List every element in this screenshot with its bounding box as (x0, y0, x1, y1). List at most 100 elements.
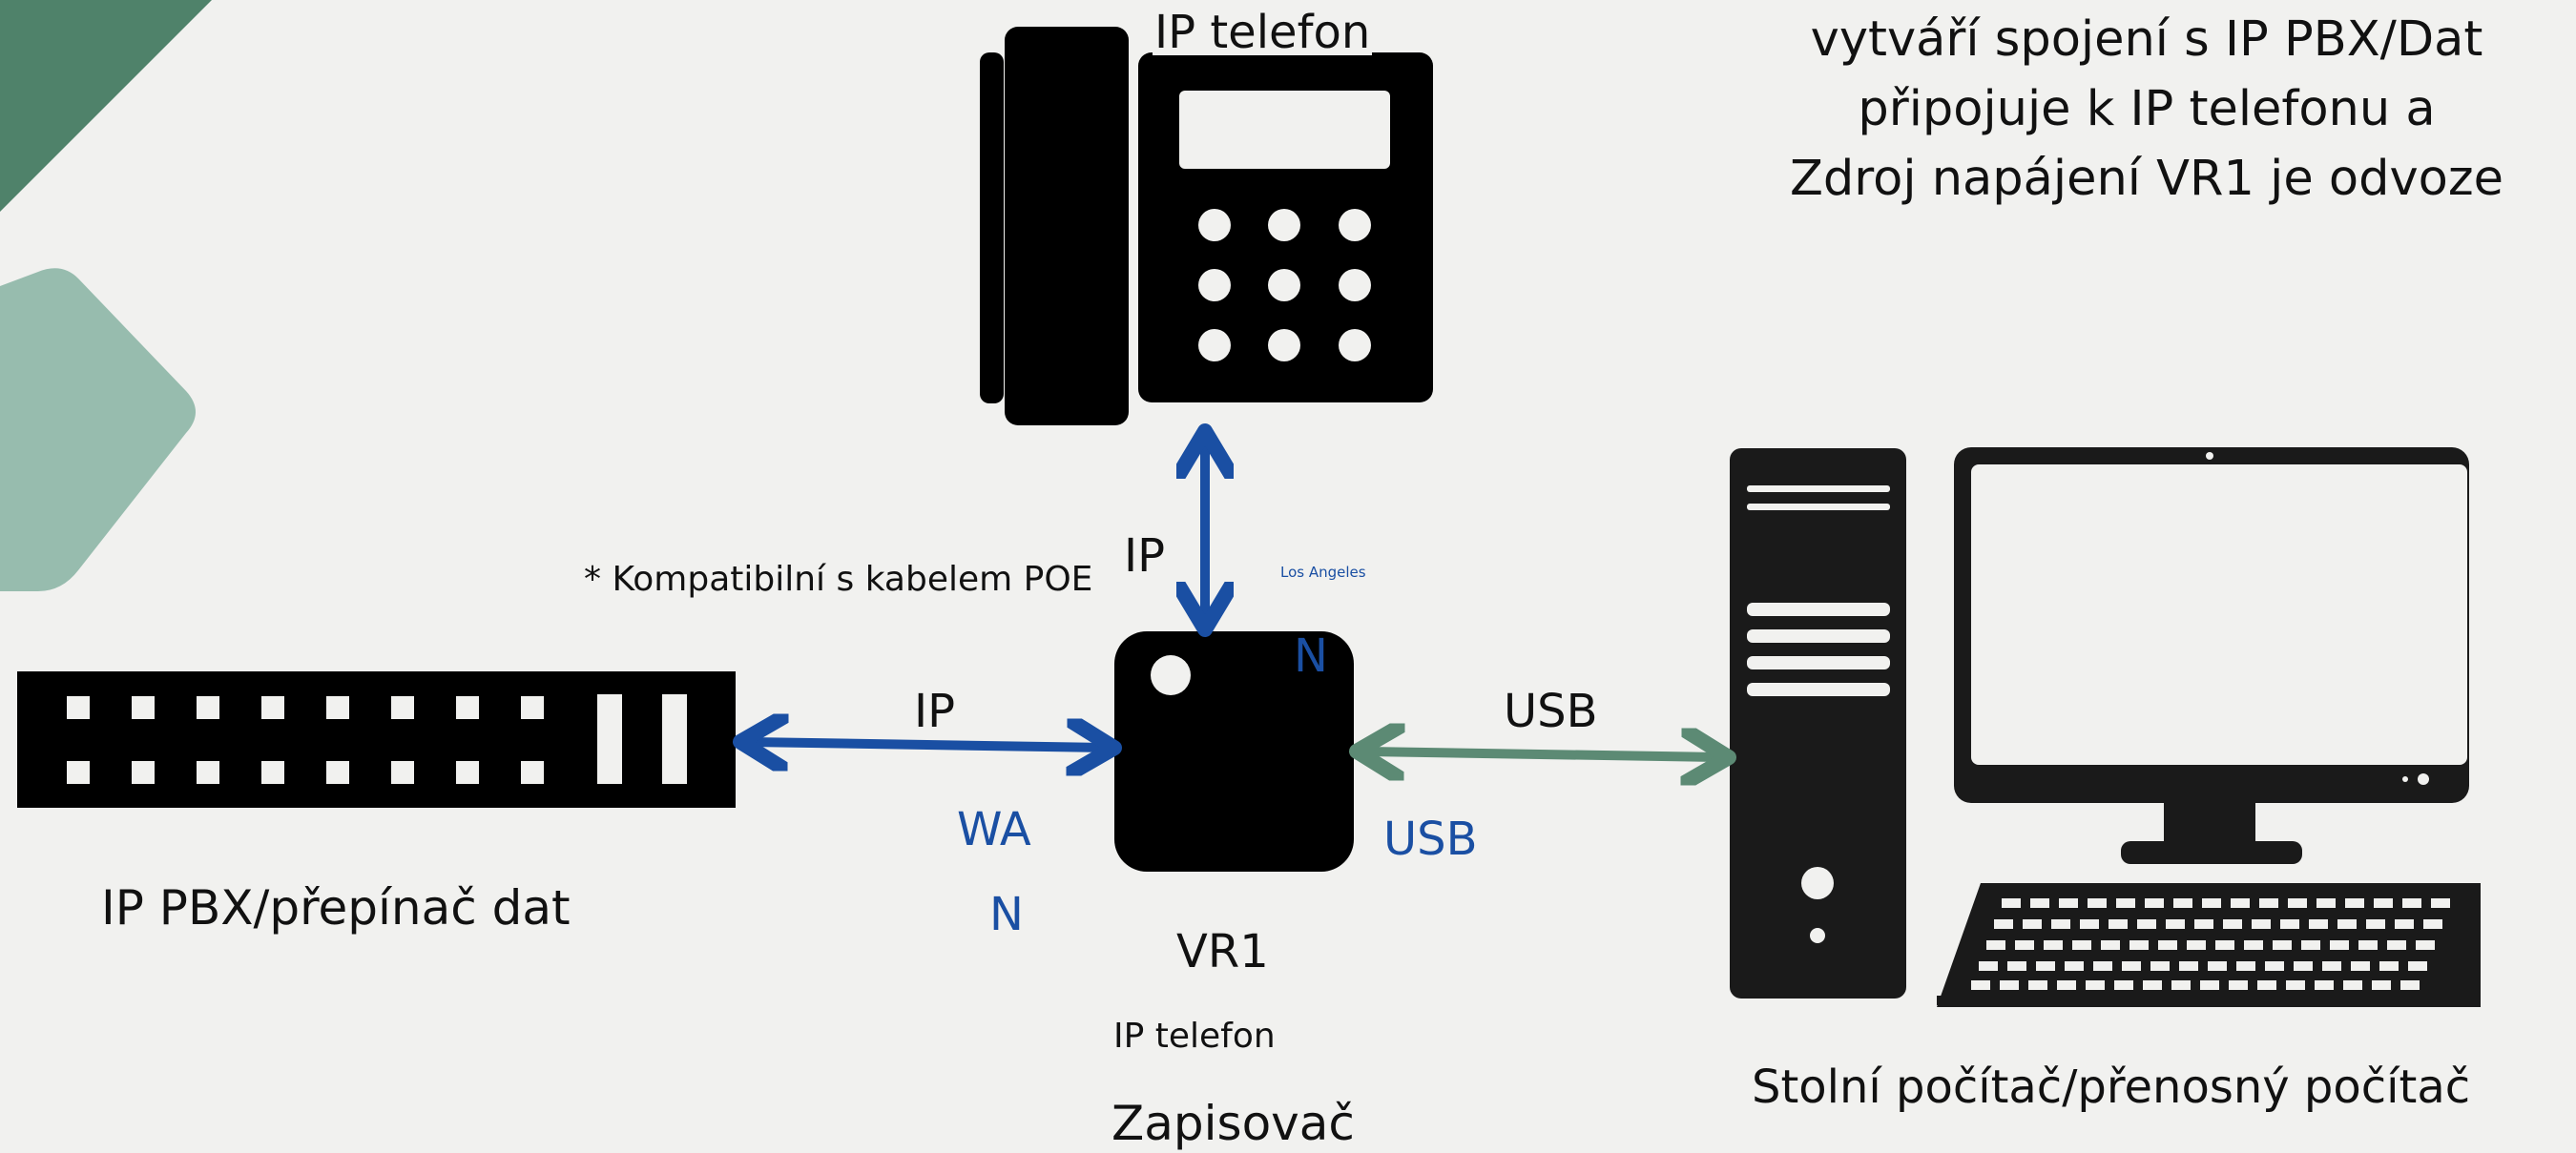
keyboard-key (2114, 980, 2133, 990)
keyboard-key (1994, 919, 2013, 929)
keyboard-key (2395, 919, 2414, 929)
keyboard-key (2173, 898, 2192, 908)
description-line: připojuje k IP telefonu a (1858, 81, 2436, 137)
keyboard-key (2309, 919, 2328, 929)
phone-title: IP telefon (1153, 6, 1373, 59)
keyboard-key (2351, 961, 2370, 971)
keyboard-key (2129, 940, 2149, 950)
keyboard-key (2057, 980, 2076, 990)
keyboard-key (2080, 919, 2099, 929)
keyboard-key (2416, 940, 2435, 950)
keyboard-key (2028, 980, 2047, 990)
keyboard-key (2109, 919, 2128, 929)
vr1-device-icon (1114, 631, 1354, 872)
keyboard-key (2158, 940, 2177, 950)
keyboard-key (2244, 940, 2263, 950)
keyboard-key (2194, 919, 2213, 929)
keyboard-key (1986, 940, 2005, 950)
keyboard-key (2343, 980, 2362, 990)
keyboard-key (2345, 898, 2364, 908)
keyboard-key (2374, 898, 2393, 908)
usb-link-label: USB (1504, 685, 1598, 738)
keyboard-key (2286, 980, 2305, 990)
keyboard-key (2007, 961, 2026, 971)
keyboard-key (2252, 919, 2271, 929)
pc-tower-icon (1730, 448, 1906, 999)
poe-note: * Kompatibilní s kabelem POE (584, 560, 1093, 599)
keyboard-key (2166, 919, 2185, 929)
ip-link-horizontal (750, 742, 1105, 748)
keyboard-icon (1937, 883, 2481, 1007)
keyboard-key (1979, 961, 1998, 971)
keyboard-key (2036, 961, 2055, 971)
keyboard-key (2366, 919, 2385, 929)
keyboard-key (2387, 940, 2406, 950)
vr1-corner-label: N (1294, 629, 1328, 683)
keyboard-key (2202, 898, 2221, 908)
usb-port-label: USB (1383, 813, 1478, 866)
city-label: Los Angeles (1280, 564, 1366, 581)
usb-link (1366, 752, 1719, 757)
description-text: vytváří spojení s IP PBX/Dat připojuje k… (1717, 5, 2576, 214)
ip-link-horizontal-label: IP (914, 685, 956, 738)
keyboard-key (2145, 898, 2164, 908)
keyboard-key (2236, 961, 2255, 971)
keyboard-key (2273, 940, 2292, 950)
keyboard-key (2116, 898, 2135, 908)
pbx-caption: IP PBX/přepínač dat (101, 880, 571, 936)
monitor-icon (1954, 447, 2469, 864)
keyboard-key (2257, 980, 2276, 990)
recorder-caption: Zapisovač (1111, 1096, 1355, 1151)
keyboard-key (1971, 980, 1990, 990)
keyboard-key (2059, 898, 2078, 908)
keyboard-key (2088, 898, 2107, 908)
keyboard-key (2372, 980, 2391, 990)
keyboard-key (2229, 980, 2248, 990)
wan-label-part2: N (989, 888, 1024, 941)
decor-diamond (0, 268, 196, 591)
keyboard-key (2223, 919, 2242, 929)
keyboard-key (2337, 919, 2357, 929)
keyboard-key (2200, 980, 2219, 990)
keyboard-key (2431, 898, 2450, 908)
keyboard-key (2150, 961, 2170, 971)
keyboard-key (2379, 961, 2399, 971)
keyboard-key (2101, 940, 2120, 950)
keyboard-key (2171, 980, 2191, 990)
keyboard-key (2015, 940, 2034, 950)
keyboard-key (2358, 940, 2378, 950)
keyboard-key (2093, 961, 2112, 971)
description-line: vytváří spojení s IP PBX/Dat (1810, 11, 2483, 68)
keyboard-key (2044, 940, 2063, 950)
keyboard-key (2259, 898, 2278, 908)
keyboard-key (2231, 898, 2250, 908)
keyboard-key (2000, 980, 2019, 990)
vr1-caption: VR1 (1176, 925, 1269, 978)
keyboard-key (2265, 961, 2284, 971)
ip-phone-small-label: IP telefon (1113, 1017, 1276, 1056)
keyboard-key (2315, 980, 2334, 990)
keyboard-key (2137, 919, 2156, 929)
decor-triangle (0, 0, 212, 212)
keyboard-key (2301, 940, 2320, 950)
keyboard-key (2051, 919, 2070, 929)
connection-diagram (0, 0, 2481, 1007)
keyboard-key (2423, 919, 2442, 929)
keyboard-key (2208, 961, 2227, 971)
keyboard-key (2023, 919, 2042, 929)
keyboard-key (2143, 980, 2162, 990)
keyboard-key (2065, 961, 2084, 971)
keyboard-key (2408, 961, 2427, 971)
keyboard-key (2072, 940, 2091, 950)
keyboard-key (2402, 898, 2421, 908)
keyboard-key (2086, 980, 2105, 990)
keyboard-key (2187, 940, 2206, 950)
ip-phone-icon (980, 27, 1433, 425)
keyboard-key (2330, 940, 2349, 950)
keyboard-key (2179, 961, 2198, 971)
keyboard-key (2030, 898, 2049, 908)
keyboard-key (2002, 898, 2021, 908)
ip-link-vertical-label: IP (1124, 529, 1166, 583)
computer-caption: Stolní počítač/přenosný počítač (1752, 1060, 2471, 1114)
wan-label-part1: WA (957, 803, 1031, 856)
